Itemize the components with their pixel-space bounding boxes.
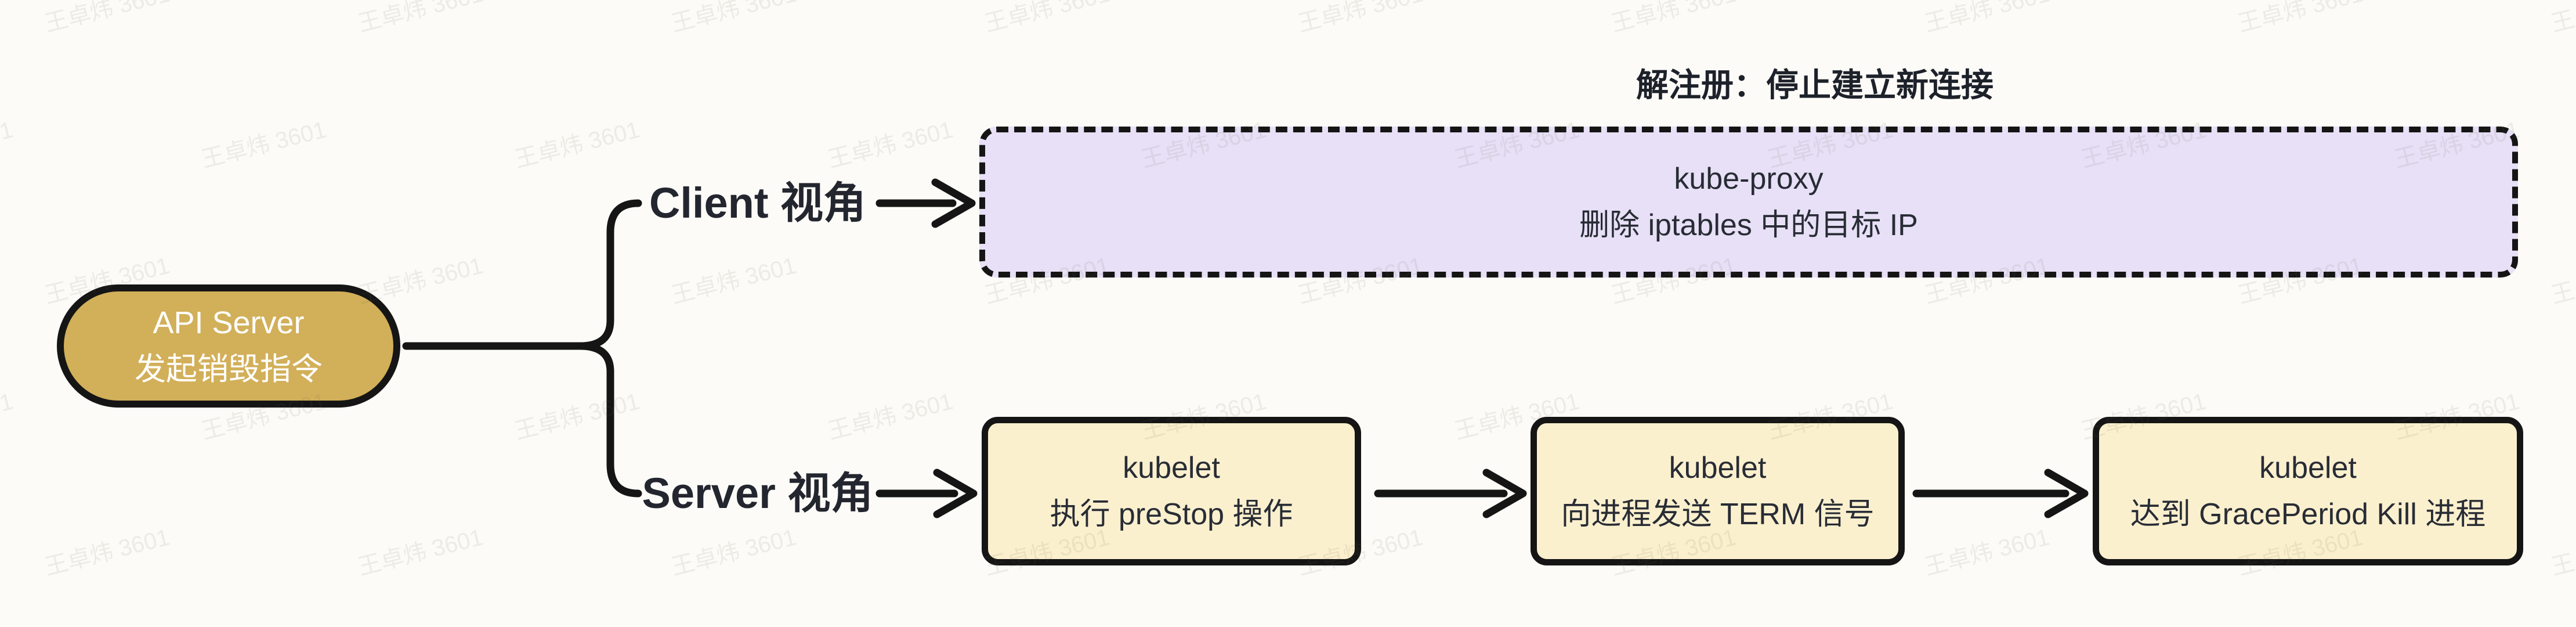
server-step-detail: 向进程发送 TERM 信号 — [1561, 498, 1875, 531]
server-step-term-signal: kubelet 向进程发送 TERM 信号 — [1531, 417, 1905, 565]
kube-proxy-node: kube-proxy 删除 iptables 中的目标 IP — [979, 127, 2518, 278]
step2-arrow-head — [2044, 469, 2089, 518]
kube-proxy-node-detail: 删除 iptables 中的目标 IP — [1579, 208, 1918, 242]
client-annotation: 解注册：停止建立新连接 — [1636, 67, 1993, 103]
server-step-prestop: kubelet 执行 preStop 操作 — [982, 417, 1361, 565]
branch-label-client: Client 视角 — [649, 179, 867, 227]
server-branch-connector — [576, 342, 642, 498]
api-server-node-title: API Server — [153, 305, 305, 340]
step1-arrow-head — [1482, 469, 1527, 518]
api-server-node-subtitle: 发起销毁指令 — [135, 352, 323, 387]
server-step-title: kubelet — [1123, 451, 1220, 485]
api-server-node: API Server 发起销毁指令 — [57, 284, 400, 408]
kube-proxy-node-title: kube-proxy — [1674, 162, 1824, 196]
server-step-title: kubelet — [2259, 451, 2357, 485]
branch-label-server: Server 视角 — [642, 469, 874, 517]
server-step-title: kubelet — [1669, 451, 1767, 485]
server-step-detail: 执行 preStop 操作 — [1050, 498, 1293, 531]
server-step-graceperiod-kill: kubelet 达到 GracePeriod Kill 进程 — [2093, 417, 2523, 565]
server-arrow-head — [933, 469, 978, 518]
client-arrow-head — [931, 178, 976, 228]
client-branch-connector — [576, 199, 642, 350]
server-step-detail: 达到 GracePeriod Kill 进程 — [2130, 498, 2486, 531]
